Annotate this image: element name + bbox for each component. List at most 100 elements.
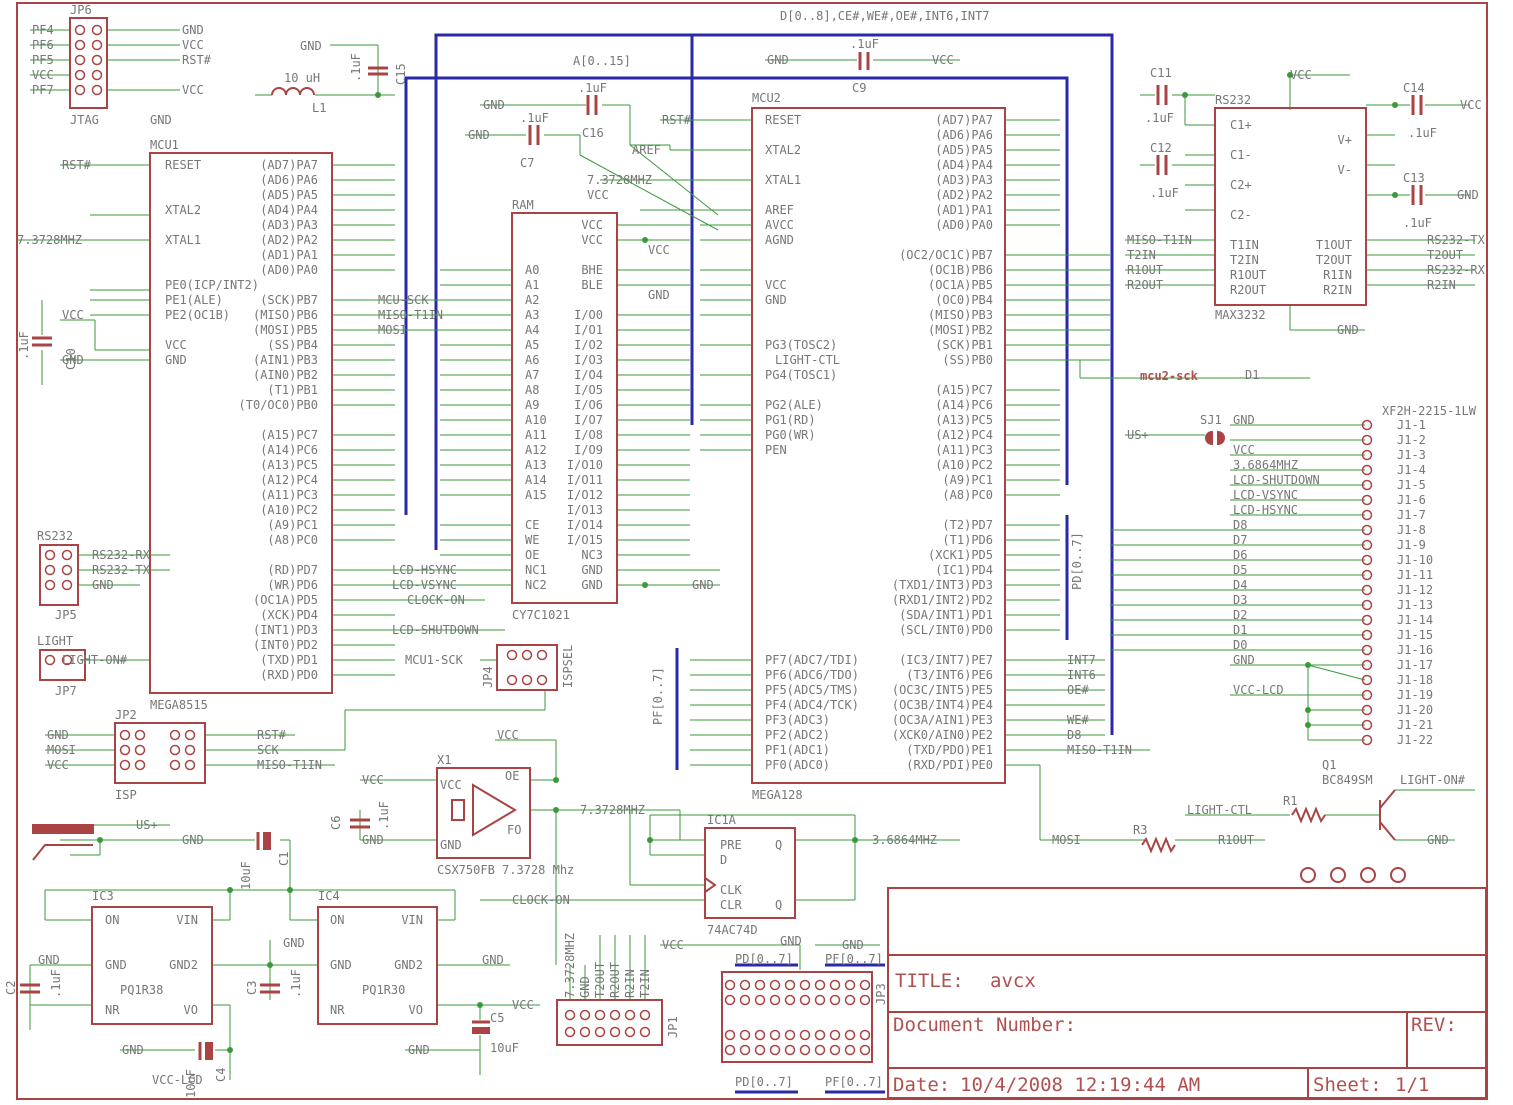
j1-pin-label: J1-1 [1397, 418, 1426, 432]
rs232-ic-value: MAX3232 [1215, 308, 1266, 322]
ram-pin-label: A7 [525, 368, 539, 382]
ram-pin-label: I/O12 [567, 488, 603, 502]
j1-nets [1110, 424, 1366, 741]
mcu2-pin-label: PF0(ADC0) [765, 758, 830, 772]
c2-name: C2 [4, 981, 18, 995]
ram-pin-label: A0 [525, 263, 539, 277]
header-pin [91, 69, 103, 81]
rs232-pin-label: R1OUT [1230, 268, 1266, 282]
ram-value: CY7C1021 [512, 608, 570, 622]
data-bus-label: D[0..8],CE#,WE#,OE#,INT6,INT7 [780, 9, 990, 23]
addr-bus-label: A[0..15] [573, 54, 631, 68]
jp7-name: JP7 [55, 684, 77, 698]
mcu1-pin-stubs [332, 164, 505, 676]
ram-pin-label: I/O9 [574, 443, 603, 457]
ic4-net-gnd: GND [482, 953, 504, 967]
rs232-pin-label: V- [1338, 163, 1352, 177]
rs232-ic-outline [1214, 107, 1367, 306]
c1-name: C1 [277, 852, 291, 866]
mcu1-net-hsync: LCD-HSYNC [392, 563, 457, 577]
sj1-left-net: US+ [1127, 428, 1149, 442]
ram-pin-label: A6 [525, 353, 539, 367]
header-pin [134, 759, 146, 771]
mcu1-pin-label: (AD5)PA5 [260, 188, 318, 202]
ram-pin-label: I/O4 [574, 368, 603, 382]
header-pin [859, 1029, 871, 1041]
ic1a-pin-label: PRE [720, 838, 742, 852]
mcu1-pin-label: (WR)PD6 [267, 578, 318, 592]
ram-pin-stubs [440, 224, 720, 586]
jp6-right-net: VCC [182, 38, 204, 52]
header-pin [1361, 599, 1373, 611]
j1-net-label: 3.6864MHZ [1233, 458, 1298, 472]
c16-name: C16 [582, 126, 604, 140]
rs232-net-label: R2OUT [1127, 278, 1163, 292]
mcu2-pin-label: PF7(ADC7/TDI) [765, 653, 859, 667]
mcu2-d1-label: D1 [1245, 368, 1259, 382]
mcu1-pin-label: (A9)PC1 [267, 518, 318, 532]
ram-pin-label: BLE [581, 278, 603, 292]
mcu1-pin-label: (A14)PC6 [260, 443, 318, 457]
ic3-outline [91, 906, 213, 1025]
pd-bus-label: PD[0..7] [1070, 532, 1084, 590]
header-pin [169, 759, 181, 771]
mcu1-pin-label: (RD)PD7 [267, 563, 318, 577]
header-pin [814, 994, 826, 1006]
mcu2-pin-label: (MISO)PB3 [928, 308, 993, 322]
x1-net-clk: 7.3728MHZ [580, 803, 645, 817]
ram-net-gnd: GND [648, 288, 670, 302]
mcu1-pin-label: RESET [165, 158, 201, 172]
jp5-net-label: RS232-TX [92, 563, 151, 577]
mcu2-pin-label: (AD7)PA7 [935, 113, 993, 127]
jp3-bus-c: PD[0..7] [735, 1075, 793, 1089]
mcu2-pin-label: (A10)PC2 [935, 458, 993, 472]
j1-pin-label: J1-13 [1397, 598, 1433, 612]
mcu1-pin-label: (INT1)PD3 [253, 623, 318, 637]
rs232-pin-label: R1IN [1323, 268, 1352, 282]
c15-name: C15 [394, 63, 408, 85]
mcu2-name: MCU2 [752, 91, 781, 105]
rs232-pin-label: T1OUT [1316, 238, 1352, 252]
c13-net: GND [1457, 188, 1479, 202]
mcu2-pin-label: (OC3B/INT4)PE4 [892, 698, 993, 712]
header-pin [594, 1026, 606, 1038]
ic1a-pin-label: D [720, 853, 727, 867]
header-pin [829, 1029, 841, 1041]
x1-name: X1 [437, 753, 451, 767]
mcu1-value: MEGA8515 [150, 698, 208, 712]
ram-net-gnd2: GND [692, 578, 714, 592]
ram-pin-label: A13 [525, 458, 547, 472]
jp2-left-net: VCC [47, 758, 69, 772]
jp6-left-net: PF4 [32, 23, 54, 37]
header-pin [1361, 464, 1373, 476]
j1-net-label: LCD-SHUTDOWN [1233, 473, 1320, 487]
ram-pin-label: I/O0 [574, 308, 603, 322]
header-pin [184, 744, 196, 756]
header-pin [91, 39, 103, 51]
ram-pin-label: A3 [525, 308, 539, 322]
mcu1-pin-label: (AIN0)PB2 [253, 368, 318, 382]
ram-pin-label: I/O11 [567, 473, 603, 487]
ram-pin-label: VCC [581, 233, 603, 247]
c14-net: VCC [1460, 98, 1482, 112]
c14-name: C14 [1403, 81, 1425, 95]
header-pin [1361, 479, 1373, 491]
header-pin [739, 979, 751, 991]
r1-name: R1 [1283, 794, 1297, 808]
ic1a-name: IC1A [707, 813, 737, 827]
header-pin [74, 39, 86, 51]
ram-pin-label: A10 [525, 413, 547, 427]
mcu1-pin-label: (MISO)PB6 [253, 308, 318, 322]
header-pin [844, 1029, 856, 1041]
q1-net-light: LIGHT-ON# [1400, 773, 1466, 787]
mcu2-value: MEGA128 [752, 788, 803, 802]
header-pin [74, 84, 86, 96]
jp1-net-2: T2OUT [593, 962, 607, 998]
mcu1-pin-label: (AD3)PA3 [260, 218, 318, 232]
mcu2-net-int6: INT6 [1067, 668, 1096, 682]
header-pin [814, 1044, 826, 1056]
header-pin [739, 1029, 751, 1041]
j1-net-label: D3 [1233, 593, 1247, 607]
mcu1-pin-label: PE2(OC1B) [165, 308, 230, 322]
mcu2-net-oe: OE# [1067, 683, 1089, 697]
